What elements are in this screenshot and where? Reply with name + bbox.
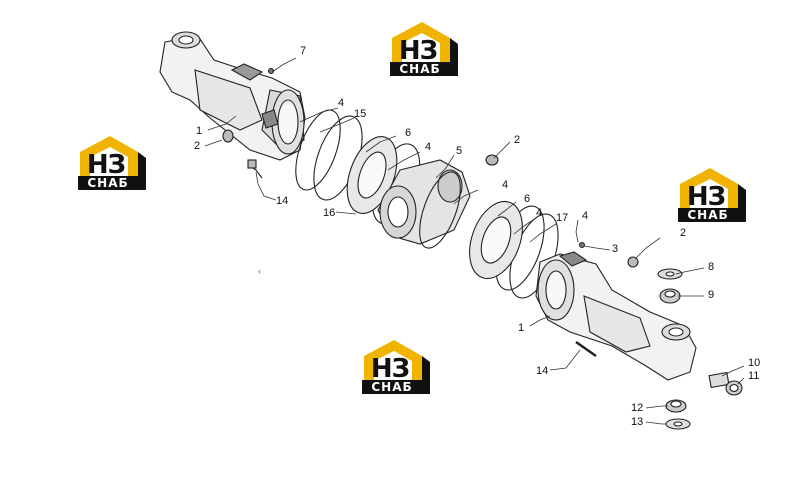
roof-side-shape — [450, 38, 458, 76]
callout-label: 1 — [196, 125, 203, 137]
roof-side-shape — [138, 152, 146, 190]
roof-side-shape — [738, 184, 746, 222]
watermark-band-text: СНАБ — [362, 380, 422, 394]
callout-label: 4 — [338, 97, 345, 109]
axle-housing-right — [535, 251, 697, 381]
house-roof-icon — [392, 22, 458, 76]
roof-shape — [680, 168, 738, 210]
watermark-band-text: СНАБ — [78, 176, 138, 190]
washer-13 — [665, 418, 691, 430]
callout-label: 4 — [536, 207, 543, 219]
callout-label: 4 — [582, 210, 589, 222]
differential-housing — [377, 159, 471, 245]
sleeve-10-11 — [708, 371, 743, 396]
roof-shape — [392, 22, 450, 64]
screw-right — [578, 241, 586, 249]
callout-label: 1 — [518, 322, 525, 334]
plug-center — [485, 154, 499, 166]
plug-right — [627, 256, 639, 268]
screw-top — [267, 67, 275, 75]
callout-label: 10 — [748, 357, 761, 369]
callout-label: 16 — [323, 207, 336, 219]
callout-label: 3 — [612, 243, 619, 255]
stray-mark: ‹ — [258, 266, 261, 276]
watermark-band-text: СНАБ — [390, 62, 450, 76]
roof-side-shape — [422, 356, 430, 394]
house-roof-icon — [680, 168, 746, 222]
axle-housing-left — [159, 31, 306, 161]
callout-label: 14 — [276, 195, 289, 207]
watermark-letters: НЗ — [370, 354, 410, 384]
bushing-12 — [665, 399, 687, 413]
callout-label: 6 — [405, 127, 412, 139]
callout-label: 4 — [425, 141, 432, 153]
hub-disc-right — [469, 200, 523, 280]
callout-label: 2 — [194, 140, 201, 152]
house-roof-icon — [80, 136, 146, 190]
callout-label: 2 — [680, 227, 687, 239]
plug-left — [222, 129, 234, 143]
watermark-letters: НЗ — [398, 36, 438, 66]
callout-label: 14 — [536, 365, 549, 377]
watermark-letters: НЗ — [86, 150, 126, 180]
callout-label: 8 — [708, 261, 715, 273]
bushing-9 — [659, 288, 681, 304]
roof-shape — [364, 340, 422, 382]
callout-label: 15 — [354, 108, 367, 120]
callout-label: 13 — [631, 416, 644, 428]
callout-label: 17 — [556, 212, 569, 224]
callout-label: 9 — [708, 289, 715, 301]
callout-label: 11 — [748, 370, 760, 382]
washer-8 — [657, 268, 683, 280]
pin-14 — [575, 340, 597, 358]
callout-label: 6 — [524, 193, 531, 205]
bolt-left — [247, 159, 263, 179]
leader-lines — [204, 57, 745, 425]
callout-label: 12 — [631, 402, 644, 414]
callout-label: 7 — [300, 45, 307, 57]
roof-shape — [80, 136, 138, 178]
watermark-letters: НЗ — [686, 182, 726, 212]
callout-label: 2 — [514, 134, 521, 146]
watermark-band-text: СНАБ — [678, 208, 738, 222]
house-roof-icon — [364, 340, 430, 394]
callout-label: 4 — [502, 179, 509, 191]
callout-label: 5 — [456, 145, 463, 157]
